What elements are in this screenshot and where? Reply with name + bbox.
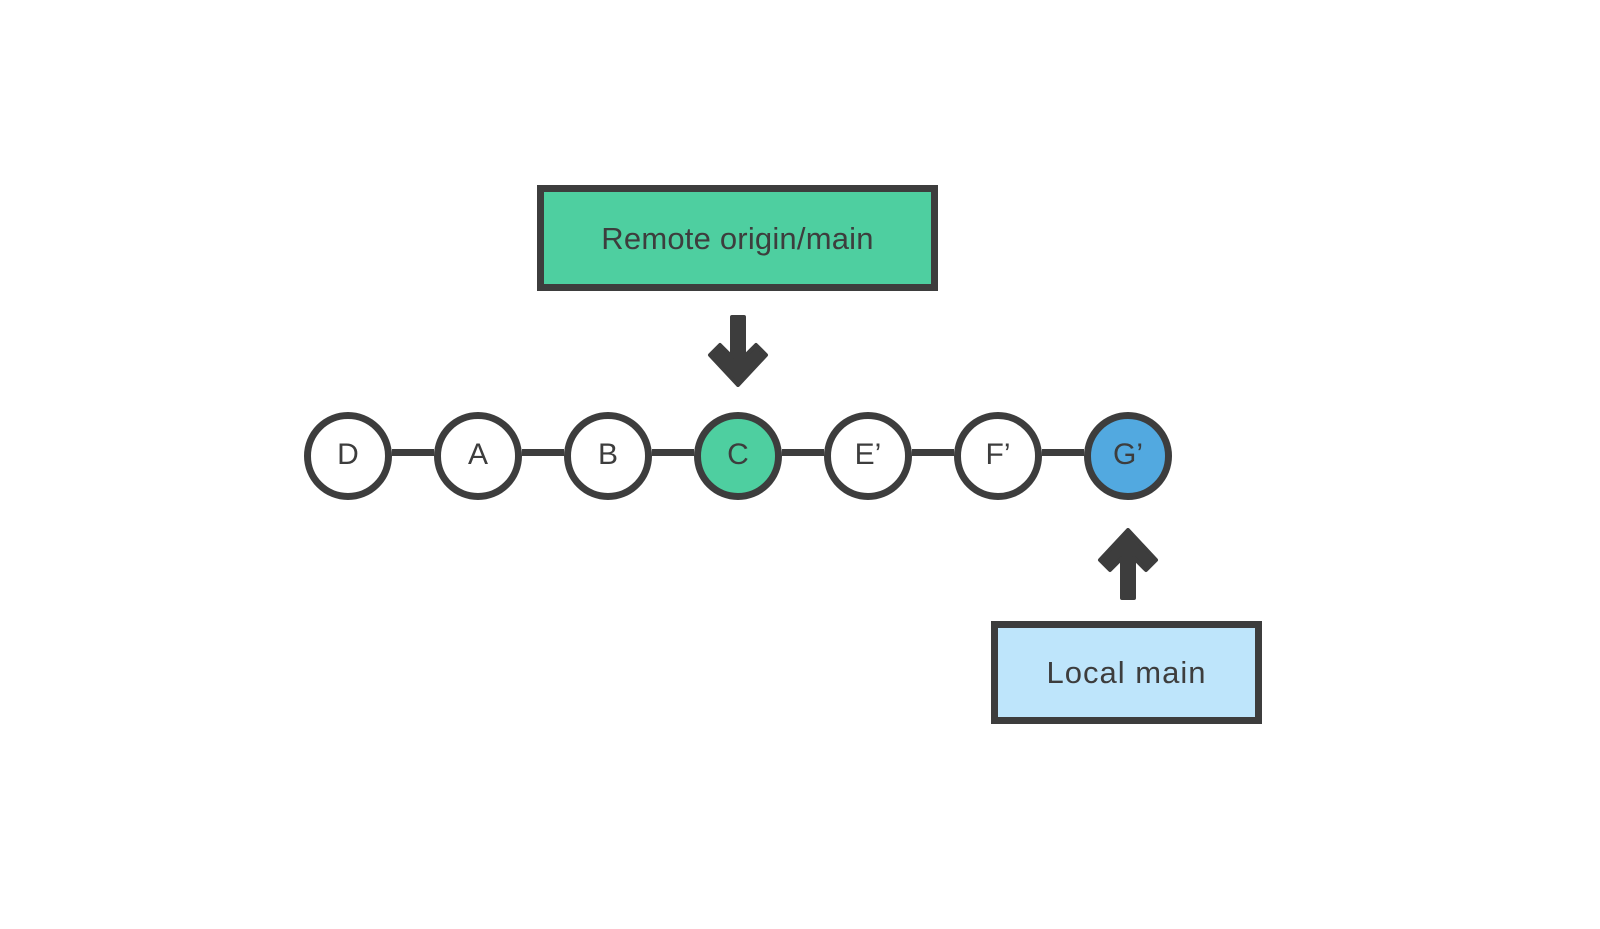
commit-chain: D A B C E’ F’ G’ <box>0 399 1600 512</box>
commit-node-c[interactable]: C <box>694 412 782 500</box>
commit-node-label: A <box>467 438 488 471</box>
commit-connector <box>392 449 434 456</box>
arrow-down-icon <box>706 315 770 387</box>
local-branch-label: Local main <box>1046 655 1207 690</box>
commit-node-label: F’ <box>985 438 1011 471</box>
remote-branch-label: Remote origin/main <box>601 220 874 256</box>
commit-node-label: C <box>727 438 749 471</box>
arrow-up-icon <box>1096 528 1160 600</box>
remote-branch-box: Remote origin/main <box>537 185 938 291</box>
commit-connector <box>912 449 954 456</box>
commit-node-a[interactable]: A <box>434 412 522 500</box>
commit-node-g-prime[interactable]: G’ <box>1084 412 1172 500</box>
commit-node-label: E’ <box>854 438 882 471</box>
commit-connector <box>522 449 564 456</box>
commit-node-label: G’ <box>1113 438 1143 471</box>
commit-connector <box>1042 449 1084 456</box>
commit-connector <box>652 449 694 456</box>
local-branch-box: Local main <box>991 621 1262 724</box>
commit-node-label: B <box>597 438 618 471</box>
commit-node-f-prime[interactable]: F’ <box>954 412 1042 500</box>
commit-node-d[interactable]: D <box>304 412 392 500</box>
commit-node-label: D <box>337 438 359 471</box>
commit-node-b[interactable]: B <box>564 412 652 500</box>
commit-connector <box>782 449 824 456</box>
commit-node-e-prime[interactable]: E’ <box>824 412 912 500</box>
